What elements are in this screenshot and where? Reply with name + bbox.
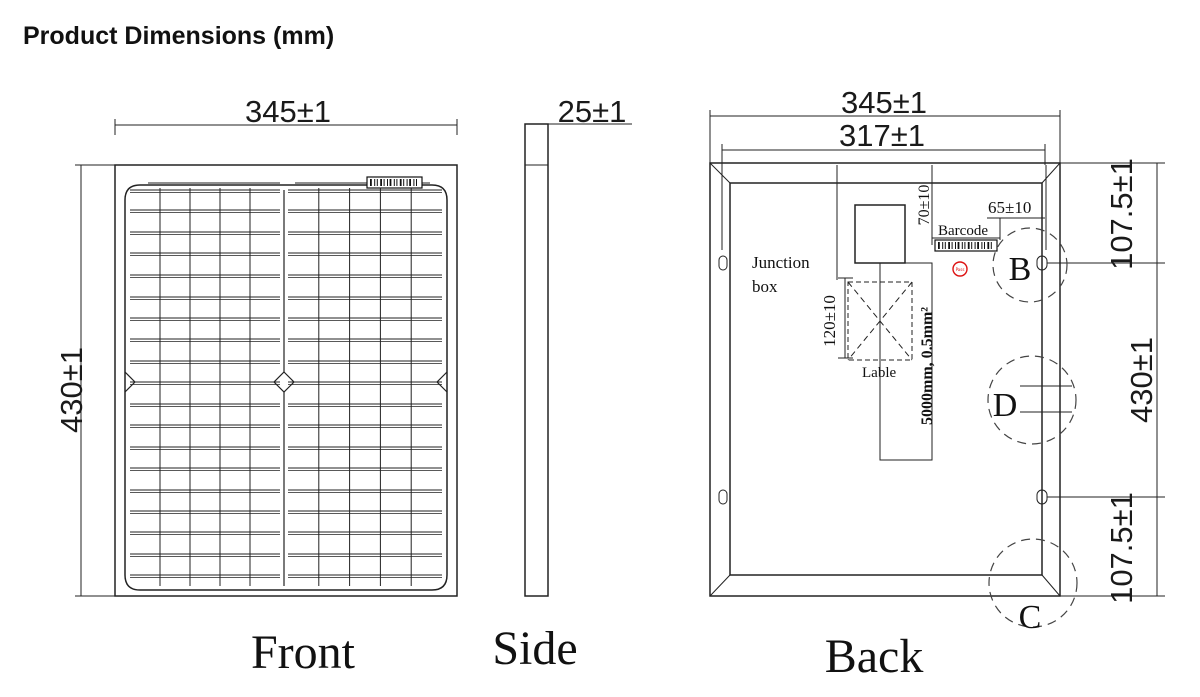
top-hole-dim: 107.5±1 — [1104, 158, 1139, 270]
barcode-bar — [951, 242, 953, 249]
lable-diagonal-2 — [847, 281, 913, 361]
front-view-label: Front — [251, 626, 356, 679]
barcode-bar — [967, 242, 970, 249]
front-width-dim: 345±1 — [245, 94, 331, 129]
front-height-dim: 430±1 — [54, 347, 89, 433]
barcode-bar — [396, 179, 398, 186]
barcode-bar — [977, 242, 979, 249]
back-view-label: Back — [825, 630, 924, 683]
barcode-bar — [964, 242, 966, 249]
page-title: Product Dimensions (mm) — [23, 22, 335, 50]
side-view-label: Side — [492, 622, 577, 675]
lable-offset-dim: 120±10 — [820, 295, 839, 347]
detail-b-circle — [992, 227, 1068, 303]
detail-d-circle — [987, 355, 1077, 445]
barcode-bar — [374, 179, 376, 186]
hole-spacing-dim: 430±1 — [1124, 337, 1159, 423]
cell-diamond — [273, 371, 295, 393]
barcode-bar — [990, 242, 992, 249]
barcode-bar — [942, 242, 944, 249]
junction-box-label-1: Junction — [752, 253, 810, 272]
frame-notch — [124, 381, 136, 393]
barcode-bar — [393, 179, 395, 186]
mounting-hole-bl — [718, 489, 728, 505]
junction-box — [854, 204, 906, 264]
frame-notch — [124, 371, 136, 383]
junction-box-label-2: box — [752, 277, 778, 296]
barcode-bar — [376, 179, 378, 186]
bottom-hole-dim: 107.5±1 — [1104, 492, 1139, 604]
side-thickness-dim: 25±1 — [558, 94, 627, 129]
front-view: 345±1 430±1 Front — [54, 94, 458, 679]
jbox-offset-dim: 70±10 — [916, 185, 933, 226]
pass-stamp-icon — [952, 261, 968, 277]
barcode-bar — [984, 242, 985, 249]
back-corner-tr — [1041, 162, 1061, 184]
side-profile — [524, 123, 549, 597]
pass-stamp-text: Pass — [956, 267, 965, 272]
frame-notch — [436, 371, 448, 383]
lable-box — [847, 281, 913, 361]
back-barcode — [934, 239, 998, 252]
back-view: 345±1 317±1 107.5±1 430±1 107.5±1 Juncti — [709, 85, 1165, 683]
barcode-bar — [961, 242, 963, 249]
barcode-bar — [399, 179, 402, 186]
back-corner-bl — [709, 574, 731, 597]
barcode-label: Barcode — [938, 223, 988, 239]
back-width-dim: 345±1 — [841, 85, 927, 120]
back-corner-br — [1041, 574, 1061, 597]
cable-spec-label: 5000mm, 0.5mm² — [919, 307, 936, 425]
barcode-offset-dim: 65±10 — [988, 198, 1031, 217]
barcode-bar — [955, 242, 956, 249]
barcode-bar — [413, 179, 415, 186]
barcode-bar — [944, 242, 946, 249]
frame-notch — [436, 381, 448, 393]
front-frame — [114, 164, 458, 597]
barcode-bar — [370, 179, 372, 186]
barcode-bar — [957, 242, 960, 249]
barcode-bar — [383, 179, 385, 186]
back-inner-frame — [729, 182, 1043, 576]
back-inner-width-dim: 317±1 — [839, 118, 925, 153]
back-barcode-icon — [938, 242, 992, 249]
barcode-bar — [406, 179, 408, 186]
barcode-bar — [387, 179, 388, 186]
detail-c-label: C — [1019, 599, 1042, 636]
detail-c-circle — [988, 538, 1078, 628]
barcode-bar — [974, 242, 976, 249]
barcode-bar — [987, 242, 990, 249]
back-frame — [709, 162, 1061, 597]
detail-d-label: D — [993, 387, 1018, 424]
front-inner-frame — [124, 184, 448, 591]
barcode-bar — [948, 242, 950, 249]
barcode-bar — [938, 242, 940, 249]
barcode-bar — [403, 179, 405, 186]
barcode-bar — [409, 179, 411, 186]
front-barcode-icon — [370, 179, 417, 186]
back-corner-tl — [709, 162, 731, 184]
barcode-bar — [389, 179, 392, 186]
barcode-bar — [416, 179, 417, 186]
barcode-bar — [981, 242, 983, 249]
lable-label: Lable — [862, 365, 896, 381]
mounting-hole-tl — [718, 255, 728, 271]
barcode-bar — [380, 179, 382, 186]
cable-channel — [879, 262, 933, 461]
solar-cell-grid — [124, 188, 448, 586]
barcode-bar — [971, 242, 973, 249]
detail-b-label: B — [1009, 251, 1032, 288]
side-view: 25±1 Side — [492, 94, 632, 675]
